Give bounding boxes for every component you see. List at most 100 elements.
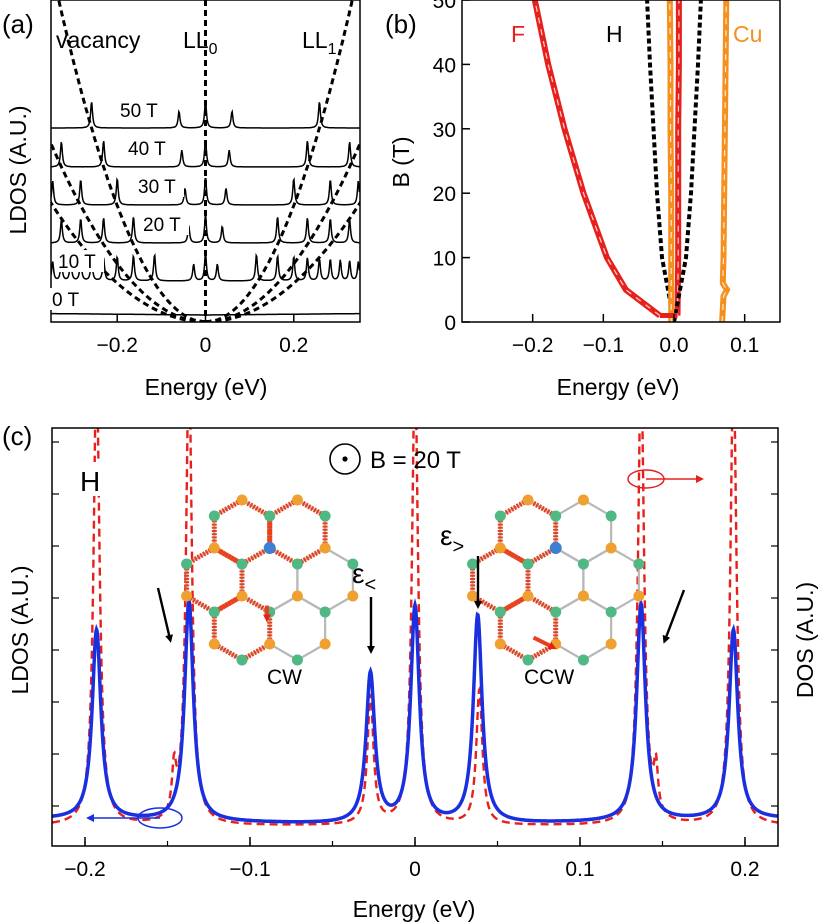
ldos-curve [52,593,778,824]
lattice-atom [494,510,506,522]
lattice-atom [208,542,220,554]
panel-b-xlabel: Energy (eV) [557,374,680,400]
legend-label-h: H [606,21,623,47]
lattice-atom [550,510,562,522]
lattice-atom [522,494,534,506]
lattice-atom [236,558,248,570]
curve-label-0T: 0 T [52,290,80,311]
current-loop [211,593,273,663]
lattice-inset-cw [181,494,359,666]
curve-label-50T: 50 T [120,101,158,122]
inset-label-cw: CW [267,666,302,689]
lattice-atom [522,654,534,666]
panel-b-ytick-label: 30 [433,119,456,142]
dos-curve [52,428,778,826]
lattice-atom [319,638,331,650]
arrow-left-shoulder-icon [156,587,173,643]
panel-a-annotation-ll0: LL0 [183,27,218,58]
guide-line-ll1-neg [57,0,206,322]
guide-line-ll2-neg [51,139,206,322]
panel-b-xtick-label: 0.1 [730,334,759,357]
series-h-line [645,0,676,322]
lattice-atom [605,542,617,554]
lattice-atom [319,606,331,618]
panel-a-xtick-label: 0.2 [279,334,308,357]
lattice-atom [577,654,589,666]
left-axis-marker-icon [86,807,183,829]
lattice-atom [494,606,506,618]
epsilon-lower-label: ε< [352,558,376,596]
panel-a-xlabel: Energy (eV) [145,374,268,400]
lattice-atom [467,558,479,570]
lattice-atom [605,510,617,522]
field-out-of-page-icon [329,443,361,475]
panel-b-xtick-label: −0.1 [583,334,624,357]
lattice-atom [522,558,534,570]
lattice-atom [264,638,276,650]
panel-a-annotation-vacancy: vacancy [56,27,141,53]
lattice-inset-ccw [467,494,645,666]
series-cu-overlay [721,0,728,322]
panel-a-ylabel: LDOS (A.U.) [5,105,31,234]
panel-a-xtick-label: −0.2 [96,334,137,357]
guide-line-ll1-pos [205,0,354,322]
panel-a-curve-labels: 0 T10 T20 T30 T40 T50 T [50,99,189,311]
panel-c-xtick-label: 0 [409,858,421,881]
guide-line-ll3-pos [205,200,360,322]
curve-label-30T: 30 T [138,177,176,198]
species-tag: H [80,466,100,497]
lattice-atom [577,558,589,570]
current-loop [497,593,559,663]
panel-c-ylabel-right: DOS (A.U.) [792,582,818,698]
panel-a-annotation-ll1: LL1 [302,27,337,58]
current-loop [267,497,328,567]
loop-direction-arrow-icon [532,635,557,650]
ldos-curve-20T [51,216,360,244]
lattice-atom [291,494,303,506]
lattice-atom [605,606,617,618]
panel-b-frame [461,0,781,323]
adsorbate-site [263,542,276,554]
lattice-atom [181,590,193,602]
lattice-atom [208,606,220,618]
panel-a-x-ticks: −0.2 0 0.2 [96,314,308,357]
lattice-atom [208,510,220,522]
panel-c-xlabel: Energy (eV) [353,896,476,922]
panel-c-xtick-label: 0.2 [730,858,759,881]
lattice-atom [494,542,506,554]
lattice-atom [291,654,303,666]
series-f-overlay [676,0,680,316]
field-indicator: B = 20 T [329,443,461,475]
curve-label-10T: 10 T [58,252,96,273]
panel-c-curves [52,428,778,826]
lattice-atom [236,590,248,602]
lattice-atom [236,494,248,506]
inset-label-ccw: CCW [524,666,574,689]
epsilon-upper-label: ε> [440,520,464,558]
lattice-atom [319,542,331,554]
right-axis-marker-icon [627,469,704,489]
panel-b-xtick-label: 0.0 [659,334,688,357]
lattice-atom [577,590,589,602]
series-f-line [531,0,662,318]
panel-b-ytick-label: 40 [433,54,456,77]
panel-b-xtick-label: −0.2 [512,334,553,357]
lattice-atom [550,606,562,618]
panel-b-ytick-label: 50 [433,0,456,13]
curve-label-20T: 20 T [143,215,181,236]
panel-b-ytick-label: 10 [433,248,456,271]
panel-b-ylabel: B (T) [388,136,414,187]
field-dot [342,456,348,462]
series-h-line [672,0,703,322]
panel-c-xtick-label: 0.1 [565,858,594,881]
panel-b-ytick-label: 0 [444,312,456,335]
panel-a-xtick-label: 0 [200,334,212,357]
lattice-atom [522,590,534,602]
adsorbate-site [549,542,562,554]
panel-c-xtick-label: −0.2 [64,858,105,881]
lattice-atom [181,558,193,570]
